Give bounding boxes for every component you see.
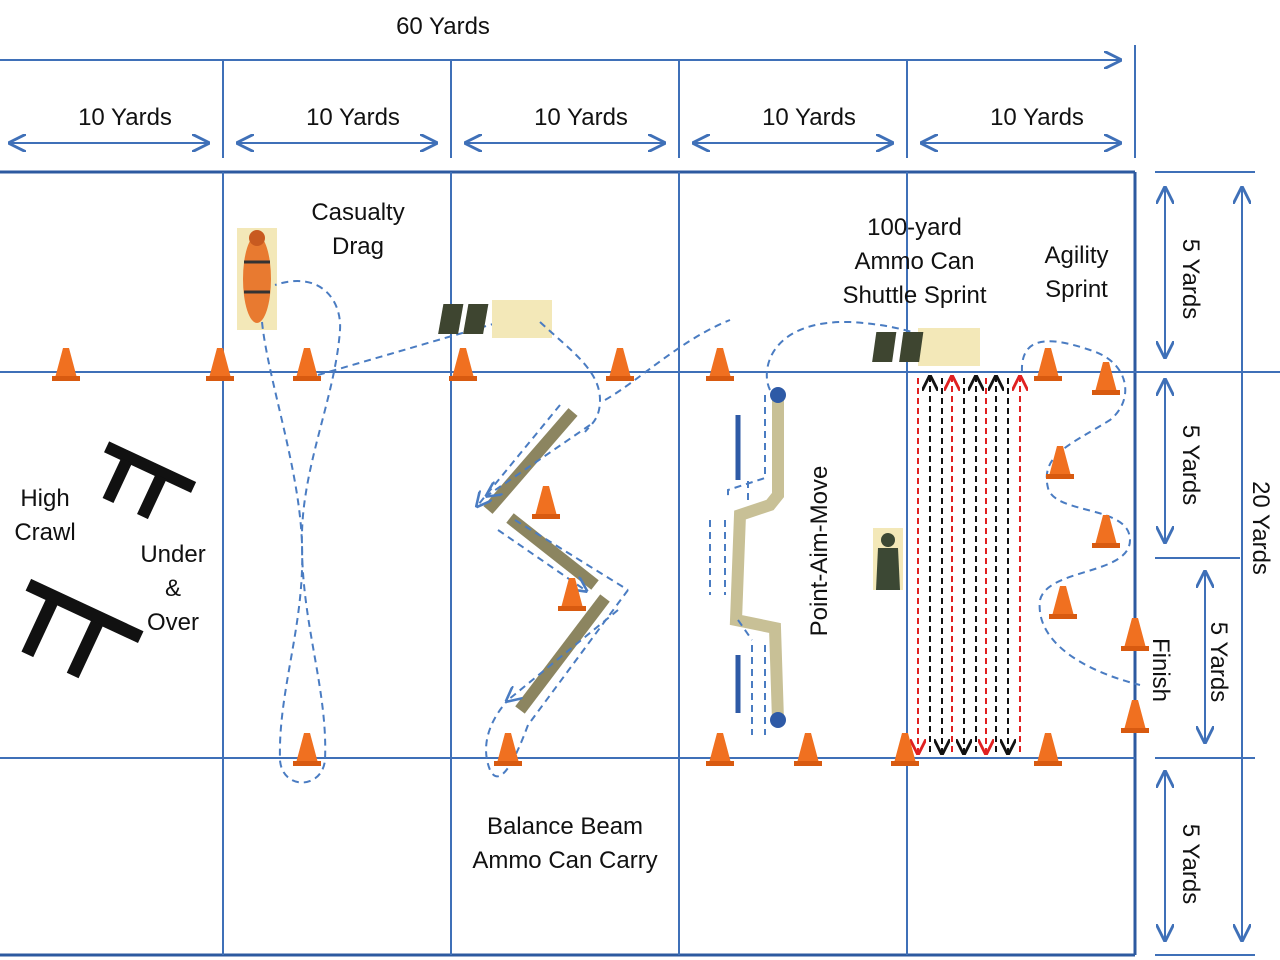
point-aim-move-label: Point-Aim-Move xyxy=(806,465,833,637)
total-height-label: 20 Yards xyxy=(1247,481,1274,575)
middle-5-yards-label: 5 Yards xyxy=(1177,424,1204,506)
under-over-label: Under&Over xyxy=(140,541,206,636)
target-silhouette xyxy=(873,528,903,590)
bottom-5-yards-label: 5 Yards xyxy=(1177,823,1204,905)
casualty-dummy xyxy=(237,228,277,330)
column-5-width-label: 10 Yards xyxy=(990,104,1084,131)
column-1-width-label: 10 Yards xyxy=(78,104,172,131)
balance-beams xyxy=(483,408,610,714)
finish-5-yards-label: 5 Yards xyxy=(1205,621,1232,703)
top-5-yards-label: 5 Yards xyxy=(1177,238,1204,320)
total-width-label: 60 Yards xyxy=(396,13,490,40)
ammo-cans-balance xyxy=(438,300,552,338)
finish-label: Finish xyxy=(1147,637,1174,703)
field-grid xyxy=(0,170,1280,957)
agility-sprint-path xyxy=(1020,340,1141,686)
column-2-width-label: 10 Yards xyxy=(306,104,400,131)
shuttle-sprint-lanes xyxy=(918,378,1020,752)
column-4-width-label: 10 Yards xyxy=(762,104,856,131)
column-3-width-label: 10 Yards xyxy=(534,104,628,131)
ammo-cans-shuttle xyxy=(872,328,980,366)
balance-beam-path xyxy=(478,319,731,778)
high-crawl-frames xyxy=(21,441,197,679)
casualty-drag-path xyxy=(261,280,342,784)
